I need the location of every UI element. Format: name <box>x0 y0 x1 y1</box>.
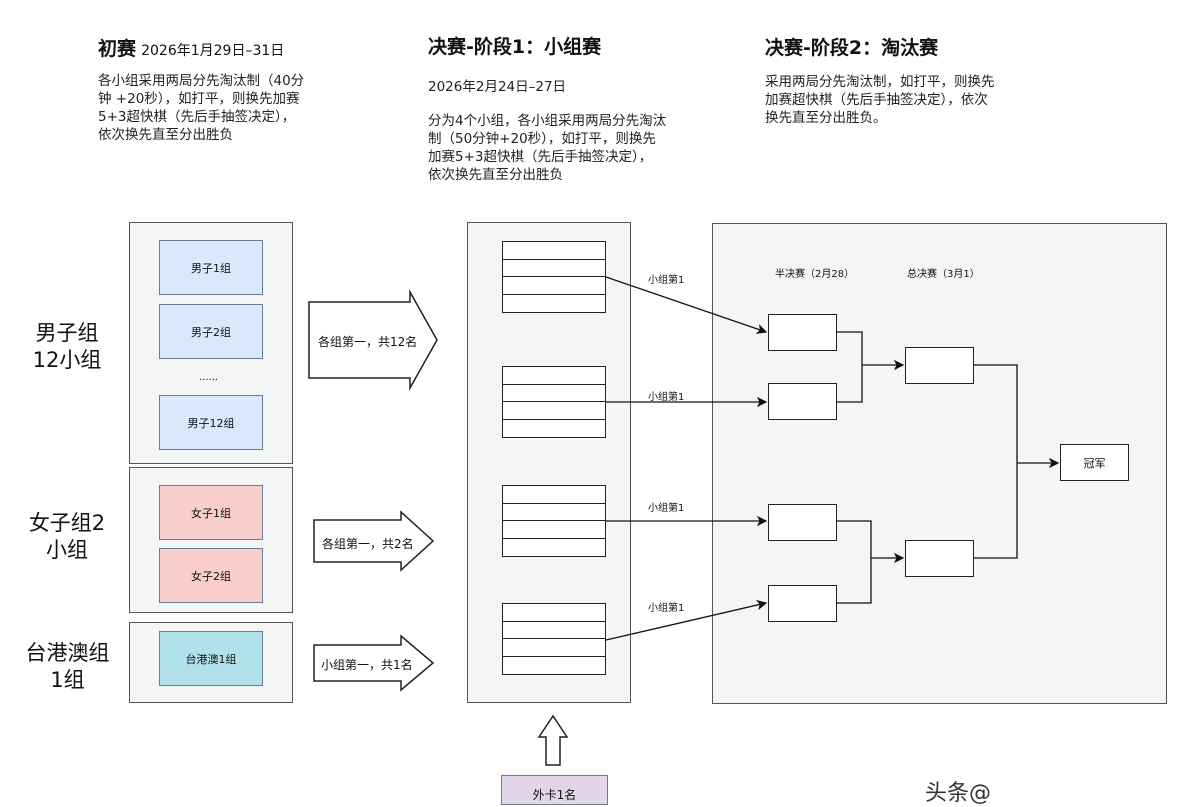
knockout-panel <box>712 223 1167 704</box>
wildcard-box: 外卡1名 <box>501 775 608 805</box>
desc-line: 依次换先直至分出胜负 <box>98 127 233 143</box>
final-slot-1 <box>905 347 974 384</box>
advance-arrow-men <box>308 289 438 391</box>
group-table-4 <box>502 603 606 675</box>
preliminary-description: 各小组采用两局分先淘汰制（40分 钟 +20秒），如打平，则换先加赛 5+3超快… <box>98 72 304 144</box>
group-table-3 <box>502 485 606 557</box>
group-box-women-1: 女子1组 <box>159 485 263 540</box>
group-table-1 <box>502 241 606 313</box>
final-label: 总决赛（3月1） <box>907 269 980 280</box>
group-box-tgm-1: 台港澳1组 <box>159 631 263 686</box>
label-line: 12小组 <box>32 348 102 372</box>
desc-line: 5+3超快棋（先后手抽签决定）， <box>98 109 296 125</box>
bracket-line <box>837 331 863 403</box>
stage1-title: 决赛-阶段1：小组赛 <box>428 36 602 58</box>
winner-label-1: 小组第1 <box>648 275 685 286</box>
group-box-men-1: 男子1组 <box>159 240 263 295</box>
preliminary-date: 2026年1月29日–31日 <box>141 43 285 59</box>
label-line: 小组 <box>46 538 88 562</box>
bracket-line <box>974 364 1018 559</box>
stage2-description: 采用两局分先淘汰制，如打平，则换先 加赛超快棋（先后手抽签决定），依次 换先直至… <box>765 73 995 127</box>
label-line: 男子组 <box>35 321 99 345</box>
group-table-2 <box>502 366 606 438</box>
wildcard-arrow <box>537 714 569 766</box>
stage1-description: 分为4个小组，各小组采用两局分先淘汰 制（50分钟+20秒），如打平，则换先 加… <box>428 112 666 184</box>
champion-label: 冠军 <box>1083 456 1106 470</box>
men-advance-label: 各组第一，共12名 <box>318 335 418 349</box>
tgm-division-label: 台港澳组 1组 <box>20 640 115 694</box>
desc-line: 采用两局分先淘汰制，如打平，则换先 <box>765 74 995 90</box>
desc-line: 钟 +20秒），如打平，则换先加赛 <box>98 91 300 107</box>
winner-label-4: 小组第1 <box>648 603 685 614</box>
desc-line: 换先直至分出胜负。 <box>765 110 887 126</box>
stage1-date: 2026年2月24日–27日 <box>428 79 567 95</box>
advance-arrow-tgm <box>313 634 435 692</box>
group-box-women-2: 女子2组 <box>159 548 263 603</box>
desc-line: 分为4个小组，各小组采用两局分先淘汰 <box>428 113 667 129</box>
desc-line: 加赛超快棋（先后手抽签决定），依次 <box>765 92 988 108</box>
winner-label-3: 小组第1 <box>648 503 685 514</box>
semifinal-label: 半决赛（2月28） <box>775 269 855 280</box>
final-slot-2 <box>905 540 974 577</box>
desc-line: 依次换先直至分出胜负 <box>428 167 563 183</box>
group-box-men-2: 男子2组 <box>159 304 263 359</box>
men-division-label: 男子组 12小组 <box>22 320 112 374</box>
label-line: 女子组2 <box>28 511 106 535</box>
preliminary-title: 初赛 <box>98 38 137 60</box>
tgm-advance-label: 小组第一，共1名 <box>321 658 413 672</box>
desc-line: 制（50分钟+20秒），如打平，则换先 <box>428 131 656 147</box>
stage2-title: 决赛-阶段2：淘汰赛 <box>765 37 939 59</box>
semifinal-slot-2 <box>768 383 837 420</box>
women-advance-label: 各组第一，共2名 <box>322 537 414 551</box>
watermark: 头条@ <box>925 781 992 806</box>
women-division-label: 女子组2 小组 <box>22 510 112 564</box>
semifinal-slot-3 <box>768 504 837 541</box>
champion-box: 冠军 <box>1060 444 1129 481</box>
label-line: 台港澳组 <box>25 641 110 665</box>
semifinal-slot-1 <box>768 314 837 351</box>
connector-line <box>605 599 768 641</box>
bracket-line <box>837 520 872 604</box>
winner-label-2: 小组第1 <box>648 392 685 403</box>
group-box-men-12: 男子12组 <box>159 395 263 450</box>
preliminary-header: 初赛 2026年1月29日–31日 <box>98 34 284 61</box>
connector-line <box>605 276 768 334</box>
label-line: 1组 <box>50 668 85 692</box>
desc-line: 各小组采用两局分先淘汰制（40分 <box>98 73 305 89</box>
semifinal-slot-4 <box>768 585 837 622</box>
advance-arrow-women <box>313 510 435 572</box>
ellipsis: ...... <box>199 372 219 383</box>
desc-line: 加赛5+3超快棋（先后手抽签决定）， <box>428 149 653 165</box>
